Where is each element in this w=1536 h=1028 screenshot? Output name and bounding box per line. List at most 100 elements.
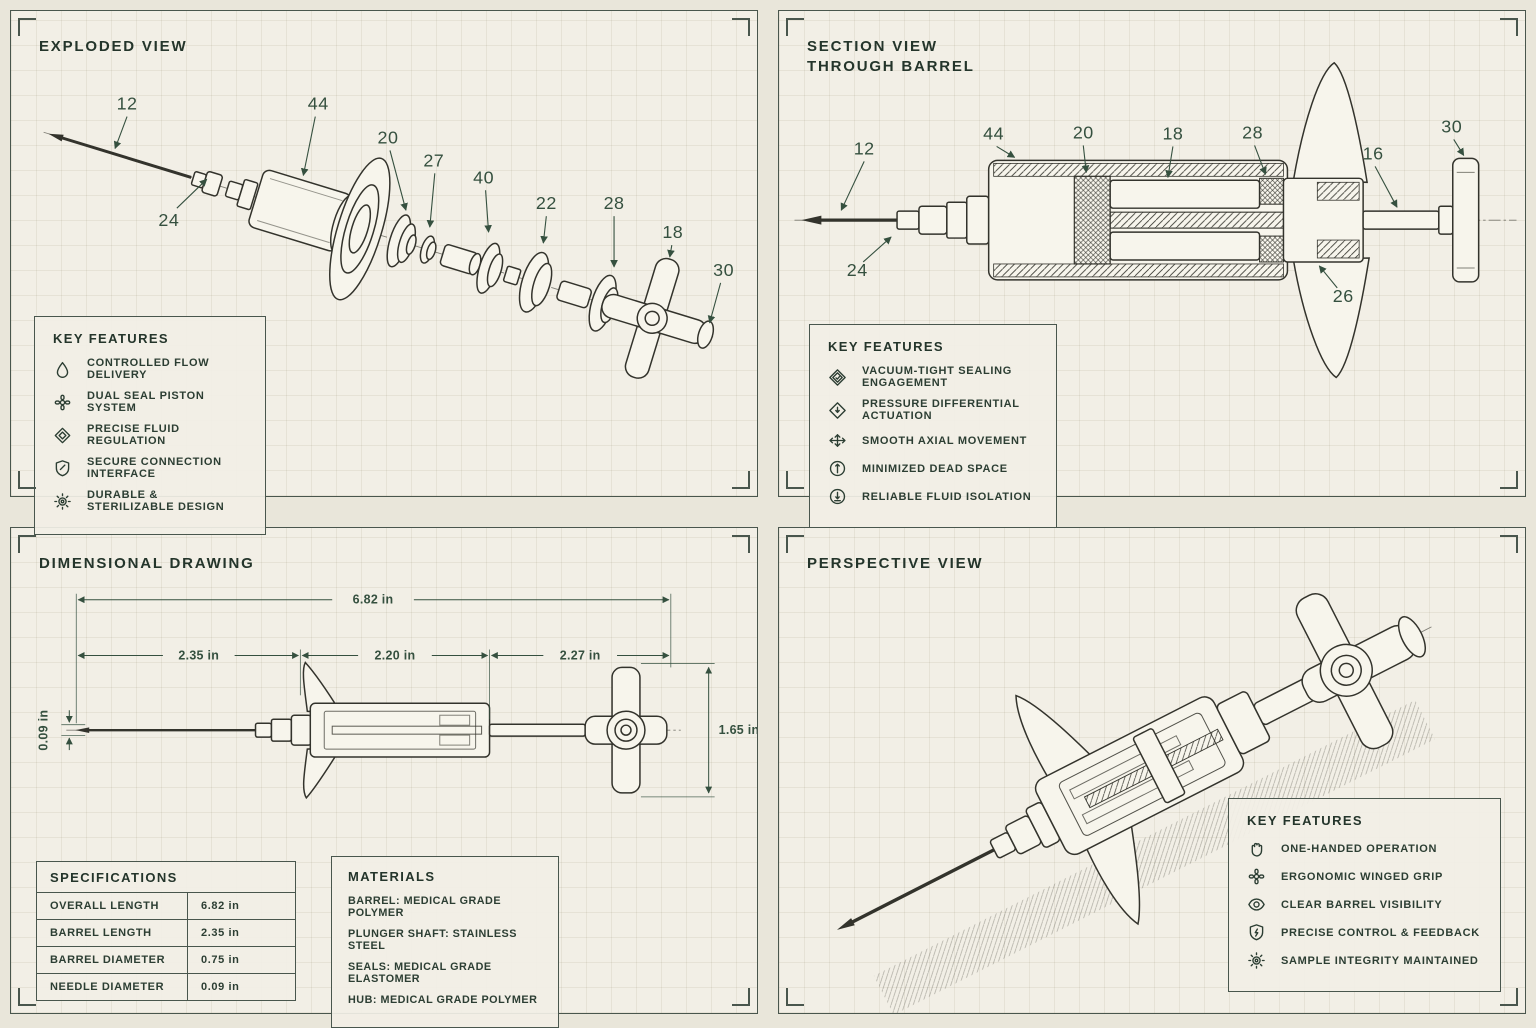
part-number: 26 xyxy=(1333,286,1354,306)
feature-item: PRECISE FLUID REGULATION xyxy=(53,423,247,447)
dimension-labels: 6.82 in 2.35 in 2.20 in 2.27 in 0.09 in … xyxy=(36,593,757,751)
diamond-icon xyxy=(53,426,72,445)
plunger-rod xyxy=(1362,210,1440,230)
corner-bracket xyxy=(1500,471,1518,489)
material-line: PLUNGER SHAFT: STAINLESS STEEL xyxy=(348,928,517,952)
barrel xyxy=(1034,696,1245,856)
hand-icon xyxy=(1247,839,1266,858)
key-features-heading: KEY FEATURES xyxy=(1247,813,1364,828)
needle-hub xyxy=(989,801,1061,859)
part-number: 24 xyxy=(847,260,868,280)
feature-label: PRECISE CONTROL & FEEDBACK xyxy=(1281,926,1480,939)
materials-heading: MATERIALS xyxy=(348,869,436,884)
handle-height-dim: 1.65 in xyxy=(719,723,757,737)
part-number: 40 xyxy=(473,167,494,187)
corner-bracket xyxy=(18,988,36,1006)
spec-value: 0.09 in xyxy=(187,974,295,1000)
spec-label: BARREL DIAMETER xyxy=(50,954,166,966)
page-title: SECTION VIEW THROUGH BARREL xyxy=(807,37,975,78)
winged-flange xyxy=(329,157,391,301)
table-row: NEEDLE DIAMETER 0.09 in xyxy=(37,973,295,1000)
key-features-heading: KEY FEATURES xyxy=(53,331,170,346)
segment-dim: 2.35 in xyxy=(178,648,219,662)
spec-value: 6.82 in xyxy=(187,893,295,919)
feature-item: RELIABLE FLUID ISOLATION xyxy=(828,487,1038,506)
part-numbers: 12 44 24 20 27 40 22 28 18 30 xyxy=(117,94,734,280)
plunger-rod xyxy=(488,723,586,737)
spacer-cylinder xyxy=(439,244,482,276)
feature-item: PRECISE CONTROL & FEEDBACK xyxy=(1247,923,1482,942)
part-number: 24 xyxy=(158,210,179,230)
spec-value: 0.75 in xyxy=(187,947,295,973)
part-number: 22 xyxy=(536,193,557,213)
part-number: 12 xyxy=(854,138,875,158)
table-row: OVERALL LENGTH 6.82 in xyxy=(37,892,295,919)
feature-item: DURABLE & STERILIZABLE DESIGN xyxy=(53,489,247,513)
barrel xyxy=(309,702,491,758)
perspective-assembly xyxy=(836,593,1435,1013)
key-features-heading: KEY FEATURES xyxy=(828,339,945,354)
corner-bracket xyxy=(732,471,750,489)
dead-space-icon xyxy=(828,459,847,478)
feature-label: CONTROLLED FLOW DELIVERY xyxy=(87,357,210,381)
perspective-view-drawing xyxy=(836,593,1435,1013)
feature-item: ONE-HANDED OPERATION xyxy=(1247,839,1482,858)
corner-bracket xyxy=(18,471,36,489)
seal-disc-20 xyxy=(386,214,417,268)
thumb-handle xyxy=(1438,157,1480,283)
segment-dim: 2.27 in xyxy=(560,648,601,662)
part-number: 30 xyxy=(1441,116,1462,136)
feature-label: SECURE CONNECTION INTERFACE xyxy=(87,456,222,480)
ground-shading xyxy=(873,700,1435,1013)
spec-label: OVERALL LENGTH xyxy=(50,900,160,912)
part-number: 16 xyxy=(1363,143,1384,163)
cross-handle xyxy=(1295,593,1427,750)
part-number: 20 xyxy=(378,127,399,147)
vacuum-seal-icon xyxy=(828,368,847,387)
shield-feedback-icon xyxy=(1247,923,1266,942)
gear-icon xyxy=(53,492,72,511)
section-view-drawing: 12 44 20 18 28 16 30 24 26 xyxy=(794,61,1517,379)
feature-label: ERGONOMIC WINGED GRIP xyxy=(1281,870,1443,883)
corner-bracket xyxy=(786,535,804,553)
part-leaders xyxy=(840,139,1465,289)
table-row: BARREL LENGTH 2.35 in xyxy=(37,919,295,946)
spec-label: BARREL LENGTH xyxy=(50,927,152,939)
feature-item: SMOOTH AXIAL MOVEMENT xyxy=(828,431,1038,450)
corner-bracket xyxy=(1500,988,1518,1006)
feature-label: MINIMIZED DEAD SPACE xyxy=(862,462,1008,475)
panel-dimensional-drawing: DIMENSIONAL DRAWING xyxy=(10,527,758,1028)
corner-bracket xyxy=(786,18,804,36)
table-row: BARREL DIAMETER 0.75 in xyxy=(37,946,295,973)
panel-exploded-view: EXPLODED VIEW xyxy=(10,10,758,535)
section-assembly xyxy=(794,61,1517,379)
needle xyxy=(836,847,996,930)
spec-label: NEEDLE DIAMETER xyxy=(50,981,165,993)
droplet-icon xyxy=(53,360,72,379)
title-line: THROUGH BARREL xyxy=(807,58,975,76)
overall-length-dim: 6.82 in xyxy=(353,593,394,607)
feature-item: MINIMIZED DEAD SPACE xyxy=(828,459,1038,478)
corner-bracket xyxy=(732,535,750,553)
feature-label: PRESSURE DIFFERENTIAL ACTUATION xyxy=(862,398,1020,422)
pressure-icon xyxy=(828,401,847,420)
part-number: 28 xyxy=(1242,122,1263,142)
feature-item: PRESSURE DIFFERENTIAL ACTUATION xyxy=(828,398,1038,422)
key-features-box: KEY FEATURES CONTROLLED FLOW DELIVERY DU… xyxy=(34,316,266,535)
needle xyxy=(801,215,898,225)
feature-item: SAMPLE INTEGRITY MAINTAINED xyxy=(1247,951,1482,970)
dimensional-drawing: 6.82 in 2.35 in 2.20 in 2.27 in 0.09 in … xyxy=(36,593,757,800)
feature-label: PRECISE FLUID REGULATION xyxy=(87,423,180,447)
panel-section-view: SECTION VIEW THROUGH BARREL xyxy=(778,10,1526,528)
part-number: 44 xyxy=(983,123,1004,143)
feature-label: DURABLE & STERILIZABLE DESIGN xyxy=(87,489,225,513)
materials-box: MATERIALS BARREL: MEDICAL GRADE POLYMER … xyxy=(331,856,559,1028)
part-leaders xyxy=(113,116,722,324)
page-title: DIMENSIONAL DRAWING xyxy=(39,555,255,572)
feature-label: VACUUM-TIGHT SEALING ENGAGEMENT xyxy=(862,365,1013,389)
device-side-view xyxy=(66,661,681,800)
panel-perspective-view: PERSPECTIVE VIEW xyxy=(778,527,1526,1014)
corner-bracket xyxy=(18,18,36,36)
specifications-heading: SPECIFICATIONS xyxy=(50,870,178,885)
feature-item: ERGONOMIC WINGED GRIP xyxy=(1247,867,1482,886)
